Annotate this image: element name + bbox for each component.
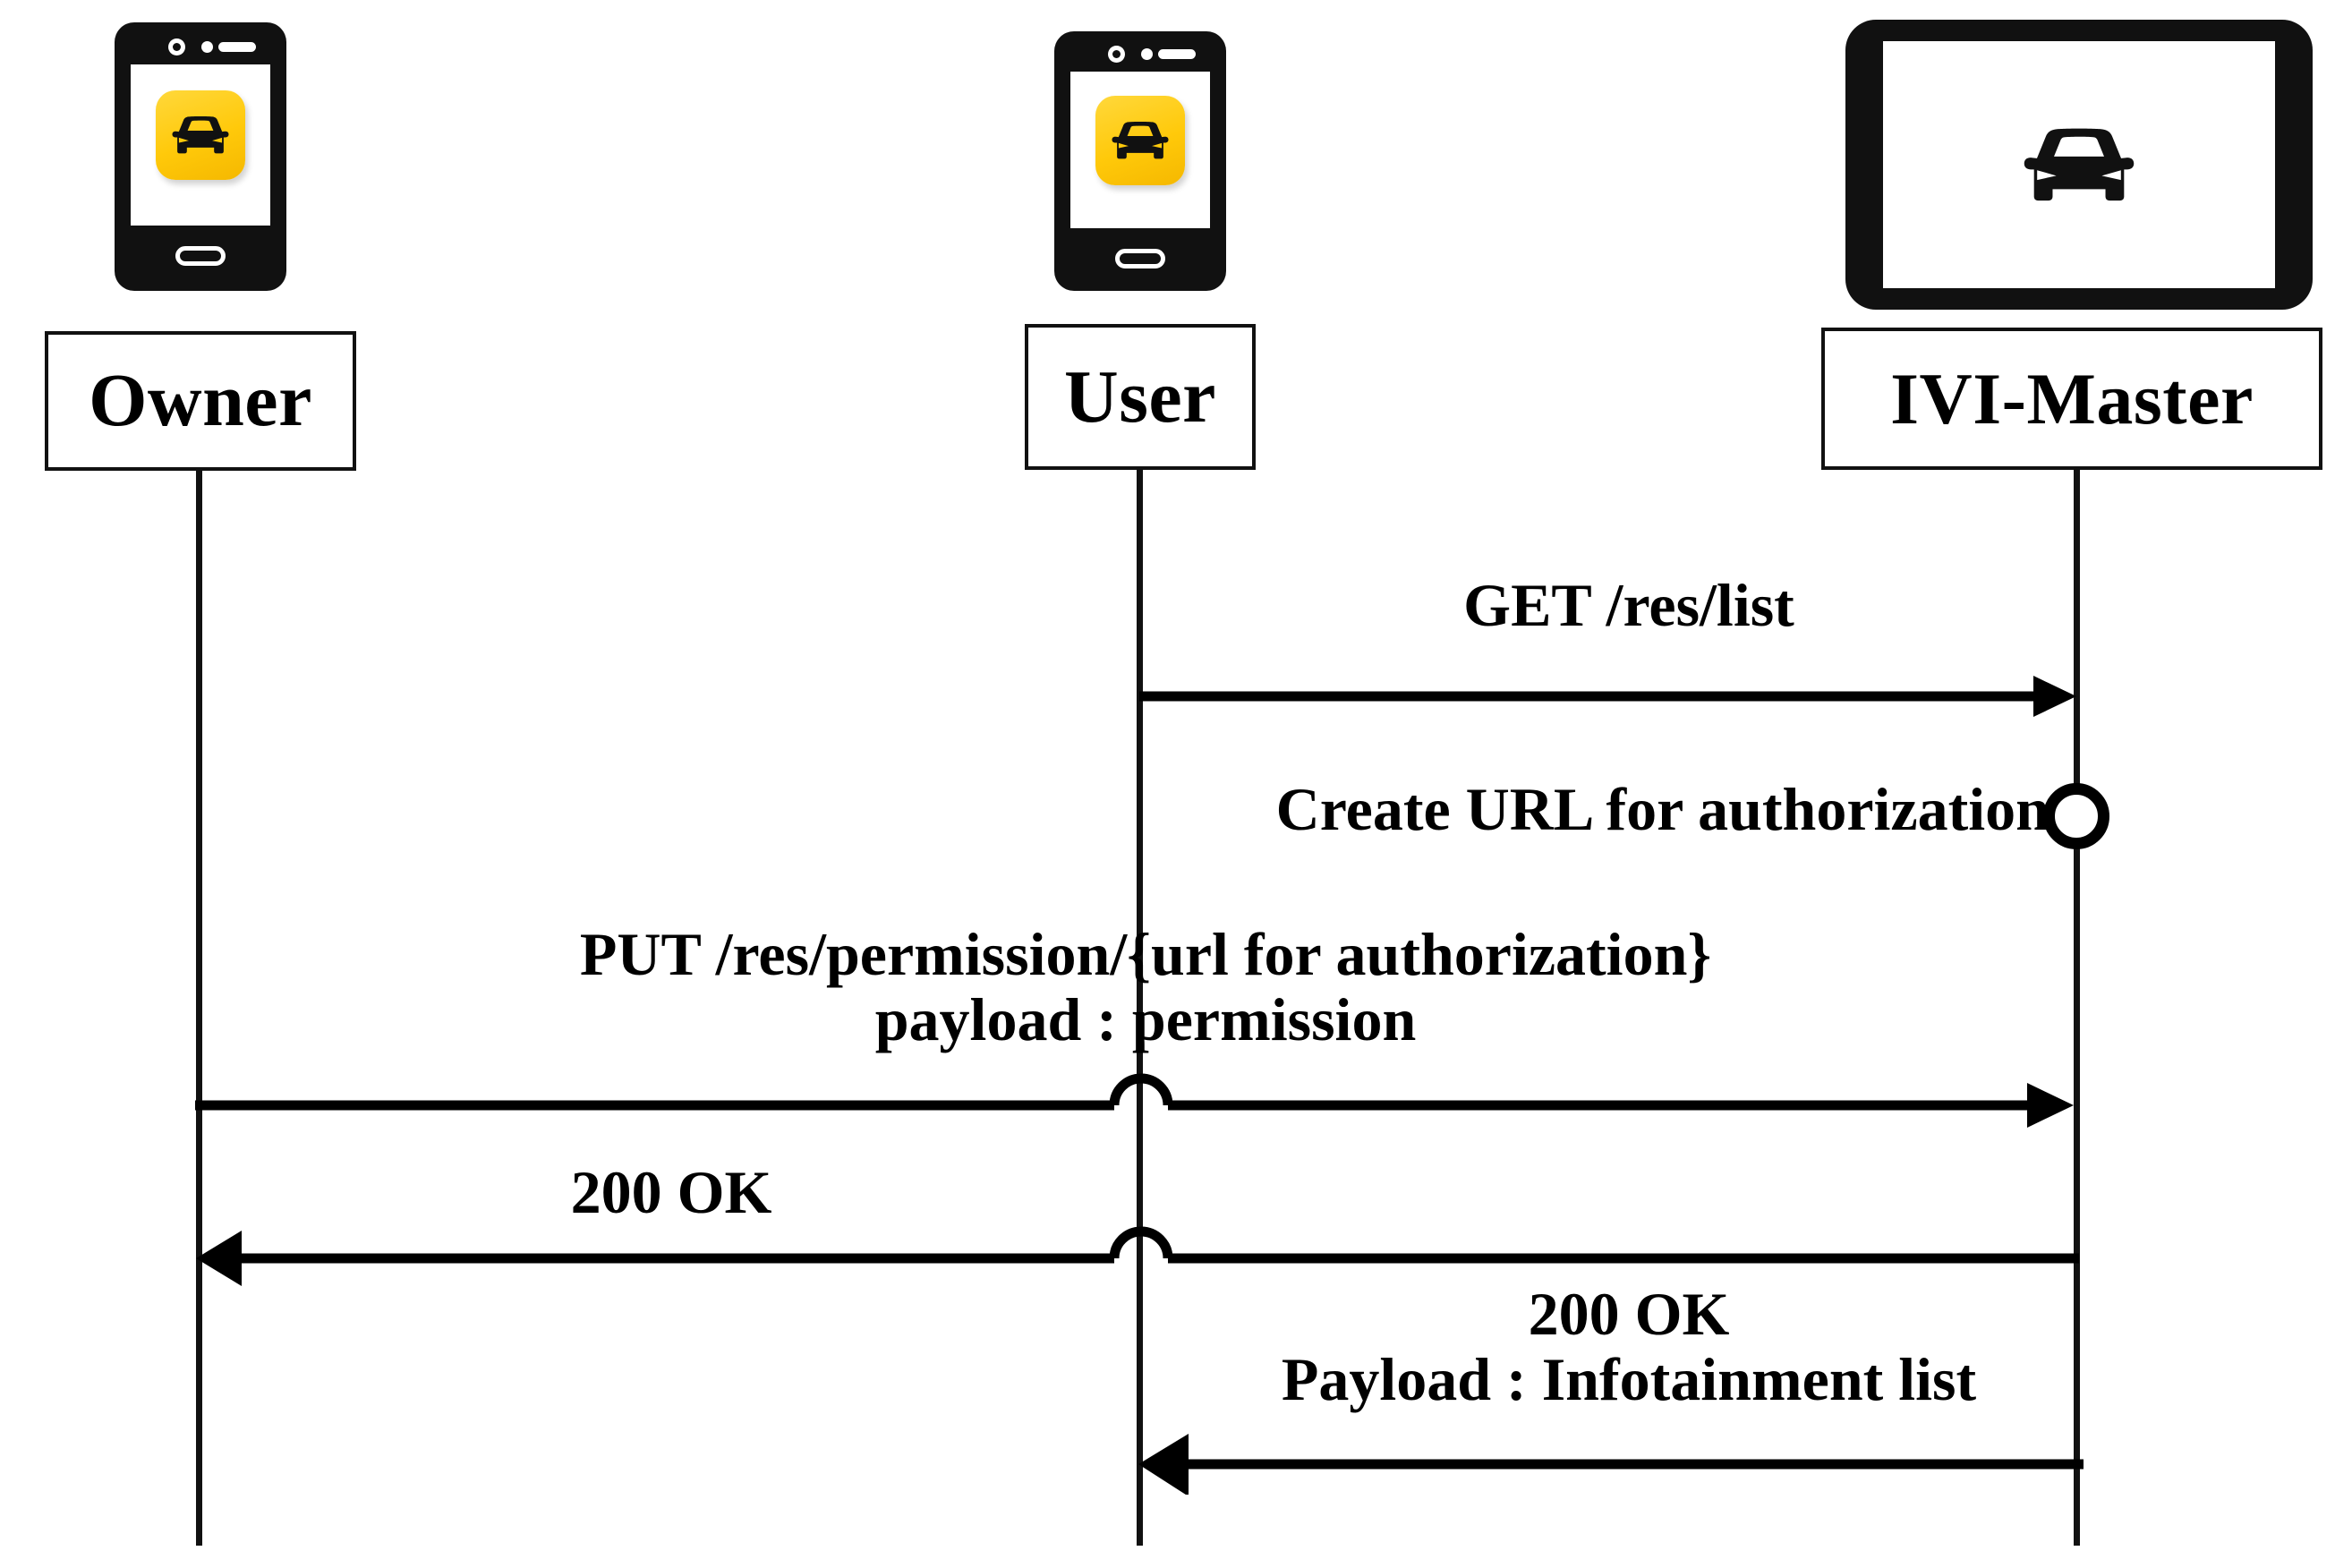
message-line: 200 OK	[570, 1158, 772, 1226]
car-front-glyph	[2024, 128, 2135, 200]
car-front-glyph	[172, 115, 229, 154]
message-label-200-ok-owner: 200 OK	[331, 1158, 1011, 1226]
car-app-tile-icon	[1095, 96, 1185, 185]
message-line: 200 OK	[1528, 1280, 1730, 1348]
car-front-glyph	[1112, 121, 1169, 159]
lifeline-ivi-master	[2074, 470, 2080, 1546]
phone-sensor-dot	[201, 41, 213, 53]
tablet-car-icon	[1845, 20, 2313, 310]
car-app-tile-icon	[156, 90, 245, 180]
message-line: GET /res/list	[1463, 571, 1794, 639]
message-arrow-put-permission	[183, 1065, 2108, 1133]
phone-speaker	[1158, 49, 1196, 59]
phone-camera-lens	[1112, 50, 1121, 58]
message-line: Payload : Infotainment list	[1281, 1345, 1977, 1414]
lifeline-owner	[196, 470, 202, 1546]
participant-box-owner[interactable]: Owner	[45, 331, 356, 471]
arrow-left-svg	[1138, 1434, 2084, 1496]
message-label-create-url: Create URL for authorization	[1056, 775, 2049, 843]
participant-box-user[interactable]: User	[1025, 324, 1256, 470]
message-arrow-200-ok-infotainment	[1119, 1427, 2112, 1496]
phone-camera-lens	[173, 43, 181, 51]
tablet-screen	[1883, 41, 2275, 288]
message-line: payload : permission	[874, 985, 1417, 1054]
message-arrow-200-ok-owner	[175, 1219, 2108, 1287]
phone-home-button	[175, 246, 226, 266]
arrow-right-svg	[1139, 676, 2076, 717]
phone-camera-icon	[1108, 46, 1125, 63]
smartphone-car-app-icon	[115, 22, 286, 291]
message-line: Create URL for authorization	[1275, 775, 2049, 843]
message-label-200-ok-infotainment: 200 OK Payload : Infotainment list	[1172, 1280, 2085, 1414]
smartphone-car-app-icon	[1054, 31, 1226, 291]
phone-camera-icon	[168, 38, 185, 55]
message-label-get-res-list: GET /res/list	[1226, 571, 2032, 639]
phone-speaker	[218, 42, 256, 52]
phone-home-button	[1115, 249, 1165, 268]
self-message-circle-marker	[2043, 783, 2109, 849]
phone-sensor-dot	[1141, 48, 1153, 60]
arrow-left-svg-with-lifeline-hop	[196, 1226, 2079, 1286]
message-arrow-get-res-list	[1128, 669, 2103, 727]
participant-label-ivi-master: IVI-Master	[1890, 357, 2254, 439]
message-label-put-permission: PUT /res/permission/{url for authorizati…	[385, 920, 1906, 1054]
message-line: PUT /res/permission/{url for authorizati…	[579, 920, 1712, 988]
participant-label-owner: Owner	[89, 359, 312, 442]
participant-box-ivi-master[interactable]: IVI-Master	[1821, 328, 2322, 470]
lifeline-user	[1137, 470, 1143, 1546]
arrow-right-svg-with-lifeline-hop	[195, 1073, 2074, 1128]
participant-label-user: User	[1064, 354, 1216, 439]
